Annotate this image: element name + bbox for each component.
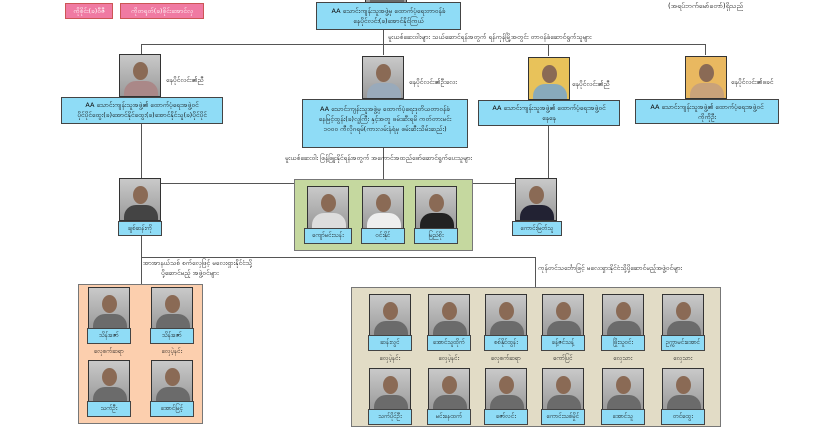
person-photo — [119, 54, 161, 97]
person-photo — [88, 287, 130, 330]
person-photo — [602, 294, 644, 337]
person-photo — [515, 178, 557, 221]
role-label: လှေသား — [673, 355, 693, 362]
top-person-label-2: ကိုတရုတ်(ခ)စိုင်းအောင်လှ — [120, 3, 204, 19]
name-label: အောင်မြင့် — [150, 401, 194, 417]
cargo-crew-group — [351, 287, 721, 427]
leader-box: AA သောင်းကျန်းသူအဖွဲ့မှ ထောက်ပံ့ရေးတာဝန်… — [316, 2, 461, 30]
person-photo — [88, 360, 130, 403]
name-label: မင်းနေထက် — [427, 409, 471, 425]
name-label: ကျော်မင်းသန်း — [304, 228, 352, 244]
relation-label: နေပိုင်လင်း၏ညီ — [166, 76, 204, 84]
name-label: ဇော်လင်း — [484, 409, 528, 425]
member-box: AA သောင်းကျန်းသူအဖွဲ့၏ ထောက်ပံ့ရေးအဖွဲ့ဝ… — [61, 97, 223, 124]
relation-label: နေပိုင်လင်း၏ဦးလေး — [409, 78, 457, 86]
person-photo — [369, 368, 411, 411]
person-photo — [151, 360, 193, 403]
person-photo — [602, 368, 644, 411]
name-label: ကောင်းမြတ်သူ — [512, 221, 562, 236]
person-photo — [662, 368, 704, 411]
member-box: AA သောင်းကျန်းသူအဖွဲ့မှ ထောက်ပံ့ရေးဒုတိယ… — [302, 99, 468, 148]
tier1-label: မူးယစ်ဆေးဝါးများ သယ်ဆောင်ရန်အတွက် ရန်ကုန… — [388, 33, 592, 41]
left-route-label: အာအာနယ်သစ် စက်လှေဖြင့် မလေးရှားနိုင်ငံသိ… — [143, 259, 252, 277]
person-photo — [369, 294, 411, 337]
right-route-label: ကုန်တင်သင်္ဘောဖြင့် မလေးရှားနိုင်ငံသို့ပ… — [538, 264, 683, 272]
person-photo — [362, 186, 404, 229]
person-photo — [151, 287, 193, 330]
person-photo — [662, 294, 704, 337]
name-label: သိန်းဇော် — [87, 328, 131, 344]
name-label: အောင်သူထိုက် — [427, 335, 471, 351]
leader-title: AA သောင်းကျန်းသူအဖွဲ့မှ ထောက်ပံ့ရေးတာဝန်… — [331, 7, 446, 15]
person-photo — [485, 294, 527, 337]
role-label: လှေစက်ဆရာ — [491, 355, 521, 362]
name-label: စစ်နိုင်ထွန်း — [484, 335, 528, 351]
name-label: ဆန်းလွင် — [368, 335, 412, 351]
name-label: သက်ဦး — [87, 401, 131, 417]
leader-name: နေပိုင်လင်း(ခ)အောင်နိုင်ကြယ် — [353, 17, 424, 25]
person-photo — [428, 368, 470, 411]
person-photo — [685, 56, 727, 99]
name-label: သက်ပိုင်ဦး — [368, 409, 412, 425]
person-photo — [415, 186, 457, 229]
tier2-label: မူးယစ်ဆေးဝါး ဖြန့်ဖြူးနိုင်ရန်အတွက် အကော… — [285, 154, 473, 162]
name-label: အောင်သူ — [601, 409, 645, 425]
name-label: ဥက္ကာမင်းအောင် — [661, 335, 705, 351]
member-box: AA သောင်းကျန်းသူအဖွဲ့၏ ထောက်ပံ့ရေးအဖွဲ့ဝ… — [635, 99, 779, 124]
role-label: လှေပဲ့နင်း — [161, 348, 183, 355]
person-photo — [362, 56, 404, 99]
member-box: AA သောင်းကျန်းသူအဖွဲ့၏ ထောက်ပံ့ရေးအဖွဲ့ဝ… — [478, 100, 620, 126]
person-photo — [528, 57, 570, 100]
role-label: လှေသား — [613, 355, 633, 362]
role-label: ကော်ပြင် — [553, 355, 573, 362]
name-label: ကောင်းသစ်မှိုင် — [541, 409, 585, 425]
person-photo — [119, 178, 161, 221]
person-photo — [307, 186, 349, 229]
role-label: လှေပဲ့နင်း — [379, 355, 401, 362]
name-label: ဖြိုးသူဝင်း — [601, 335, 645, 351]
name-label: ချစ်ဆန်းကို — [118, 221, 162, 236]
person-photo — [485, 368, 527, 411]
name-label: ဝင်းနိုင် — [361, 228, 405, 244]
top-right-note: (အရပ်ဘက်မော်တော်)ရှိသည် — [668, 2, 744, 10]
name-label: သိန်းဇော် — [150, 328, 194, 344]
relation-label: နေပိုင်လင်း၏ဖခင် — [731, 78, 774, 86]
role-label: လှေပဲ့နင်း — [438, 355, 460, 362]
name-label: တင်ထွေး — [661, 409, 705, 425]
role-label: လှေစက်ဆရာ — [94, 348, 124, 355]
name-label: မြည်စိုး — [414, 228, 458, 244]
relation-label: နေပိုင်လင်း၏ညီ — [572, 80, 610, 88]
tier1-connector — [141, 44, 706, 45]
person-photo — [542, 368, 584, 411]
person-photo — [428, 294, 470, 337]
name-label: ခန့်ဇင်သန့် — [541, 335, 585, 351]
person-photo — [542, 294, 584, 337]
top-person-label-1: ကိုစိုင်း(ခ)ဝီဇီ — [65, 3, 113, 19]
